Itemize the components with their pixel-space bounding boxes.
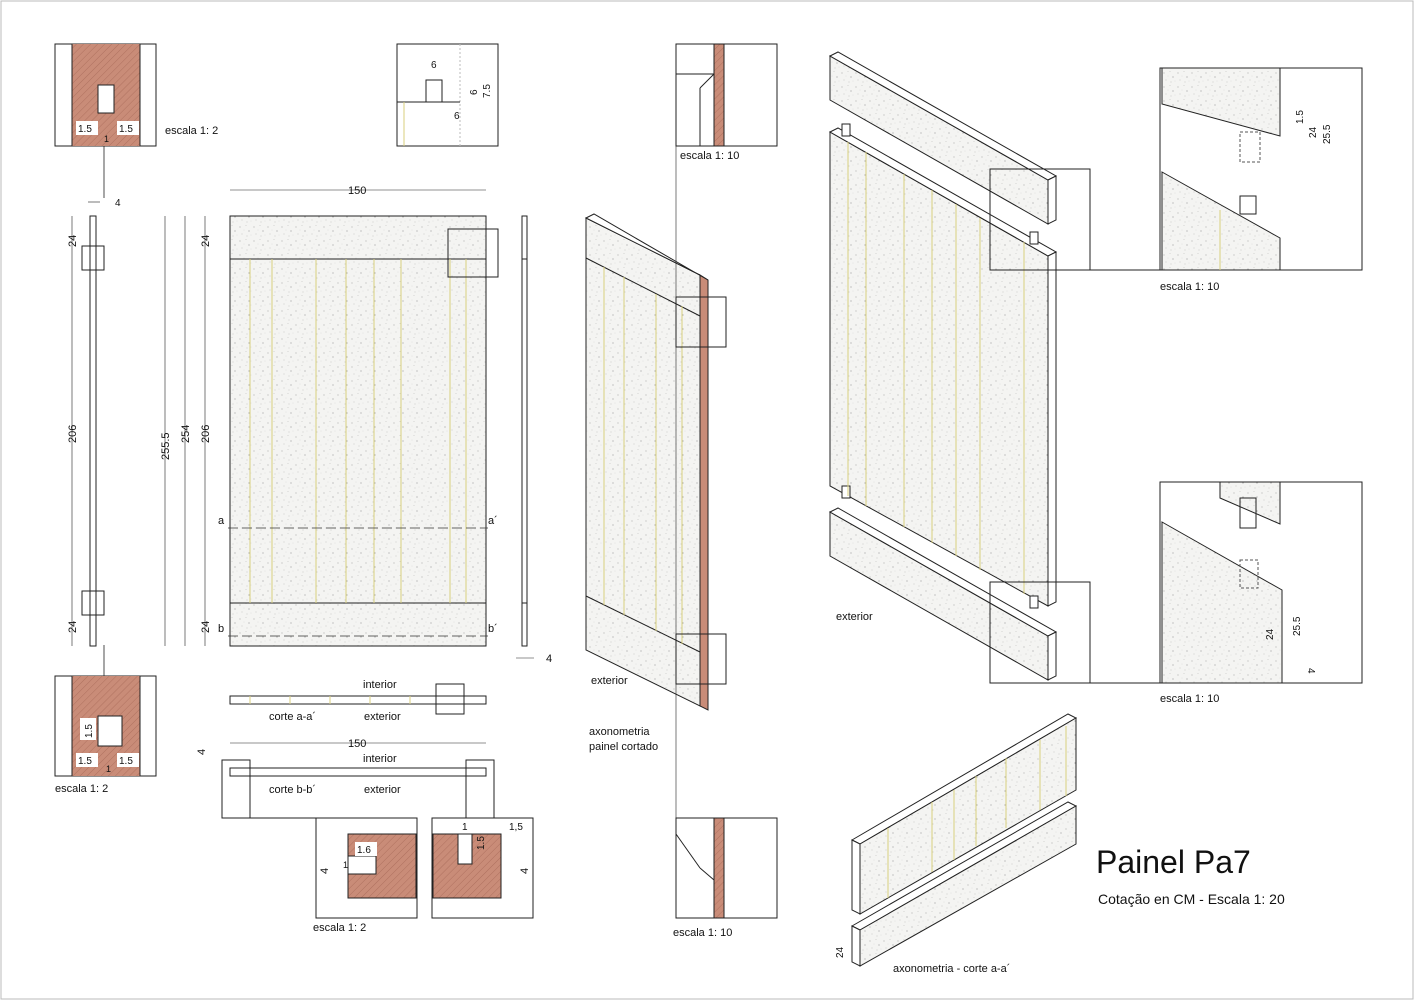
section-aa-exterior: exterior <box>364 711 401 723</box>
section-aa-interior: interior <box>363 679 397 691</box>
scale-label-axo-bottom: escala 1: 10 <box>1160 693 1219 705</box>
section-b-label: b <box>218 623 224 635</box>
detail-bottom-center-right: 1 1,5 1.5 4 <box>431 817 534 919</box>
dim-206-front: 206 <box>200 425 212 443</box>
axo-exploded-panel <box>828 51 1058 681</box>
axo-exterior-label: exterior <box>591 675 628 687</box>
dim-1-5-comma: 1,5 <box>509 822 523 833</box>
section-a-label: a <box>218 515 225 527</box>
detail-bottom-center-left: 1.6 4 1 <box>315 817 418 919</box>
dim-1-5-v-right: 1.5 <box>476 836 487 850</box>
axo-cut-title-1: axonometria <box>589 726 650 738</box>
dim-thk-4-bb: 4 <box>196 749 208 755</box>
dim-width-150-b: 150 <box>348 738 366 750</box>
section-aa: interior corte a-a´ exterior <box>229 679 487 723</box>
dim-24-top-side: 24 <box>67 235 79 247</box>
section-bb-interior: interior <box>363 753 397 765</box>
section-bb-exterior: exterior <box>364 784 401 796</box>
axo-callout-top <box>989 168 1091 271</box>
dim-6-b: 6 <box>469 89 480 95</box>
dim-1-6: 1.6 <box>357 845 371 856</box>
axo-cut-panel <box>584 213 709 711</box>
dim-1: 1 <box>104 134 109 144</box>
dim-4-left: 4 <box>319 868 331 874</box>
dim-206-side: 206 <box>67 425 79 443</box>
dim-1-right: 1 <box>462 822 468 833</box>
dim-thk-4-top: 4 <box>115 198 121 209</box>
axo-section-aa: 24 <box>835 713 1078 967</box>
height-dimensions: 255.5 254 24 206 24 <box>160 216 212 646</box>
scale-label-top-left: escala 1: 2 <box>165 125 218 137</box>
front-elevation: 150 <box>228 185 499 647</box>
axo-detail-top: 1.5 24 25.5 <box>1159 67 1363 271</box>
detail-top-center: 6 6 7.5 6 <box>396 43 499 147</box>
axo-dim-25-5: 25.5 <box>1322 124 1333 144</box>
callout-box-top <box>675 296 727 348</box>
section-detail-bottom <box>675 817 778 919</box>
axo-dim-4: 4 <box>1305 668 1316 674</box>
dim-24-bot-side: 24 <box>67 621 79 633</box>
dim-6-a: 6 <box>431 60 437 71</box>
dim-1-left: 1 <box>343 860 348 870</box>
section-b2-label: b´ <box>488 623 498 635</box>
dim-4-right: 4 <box>519 868 531 874</box>
dim-1-5-d: 1.5 <box>119 756 133 767</box>
scale-label-section-bottom: escala 1: 10 <box>673 927 732 939</box>
section-bb-title: corte b-b´ <box>269 784 316 796</box>
dim-24-top-front: 24 <box>200 235 212 247</box>
dim-thk-4-right: 4 <box>546 653 552 665</box>
section-bb: 150 4 interior corte b-b´ exterior <box>196 738 495 819</box>
axo-aa-title: axonometria - corte a-a´ <box>893 963 1010 975</box>
axo-dim-24: 24 <box>1308 126 1319 138</box>
dim-1-5-vert: 1.5 <box>84 724 95 738</box>
scale-label-bottom-left: escala 1: 2 <box>55 783 108 795</box>
dim-1-b: 1 <box>106 764 111 774</box>
axo-dim-24-b: 24 <box>1265 628 1276 640</box>
detail-bottom-left: 1.5 1.5 1.5 1 <box>54 675 157 777</box>
dim-width-150: 150 <box>348 185 366 197</box>
panel-subtitle: Cotação en CM - Escala 1: 20 <box>1098 891 1285 907</box>
dim-255-5: 255.5 <box>160 432 172 460</box>
callout-box-bottom <box>675 633 727 685</box>
dim-6-c: 6 <box>454 111 460 122</box>
dim-1-5-b: 1.5 <box>119 124 133 135</box>
detail-top-left: 1.5 1.5 1 <box>54 43 157 147</box>
dim-254: 254 <box>180 425 192 443</box>
section-aa-title: corte a-a´ <box>269 711 316 723</box>
side-elevation: 4 24 206 24 <box>67 146 121 676</box>
exterior-big-label: exterior <box>836 611 873 623</box>
axo-dim-1-5: 1.5 <box>1295 110 1306 124</box>
axo-detail-bottom: 24 25.5 4 <box>1159 481 1363 684</box>
dim-24-bot-front: 24 <box>200 621 212 633</box>
scale-label-axo-top: escala 1: 10 <box>1160 281 1219 293</box>
scale-label-bottom-center: escala 1: 2 <box>313 922 366 934</box>
axo-cut-title-2: painel cortado <box>589 741 658 753</box>
panel-title: Painel Pa7 <box>1096 844 1251 880</box>
section-a2-label: a´ <box>488 515 498 527</box>
dim-1-5-a: 1.5 <box>78 124 92 135</box>
axo-dim-25-5-b: 25.5 <box>1292 616 1303 636</box>
dim-1-5-c: 1.5 <box>78 756 92 767</box>
scale-label-section-top: escala 1: 10 <box>680 150 739 162</box>
edge-view: 4 <box>516 215 552 665</box>
section-detail-top <box>675 43 778 147</box>
dim-7-5: 7.5 <box>482 84 493 98</box>
axo-callout-bottom <box>989 581 1091 684</box>
axo-aa-dim-24: 24 <box>835 946 846 958</box>
